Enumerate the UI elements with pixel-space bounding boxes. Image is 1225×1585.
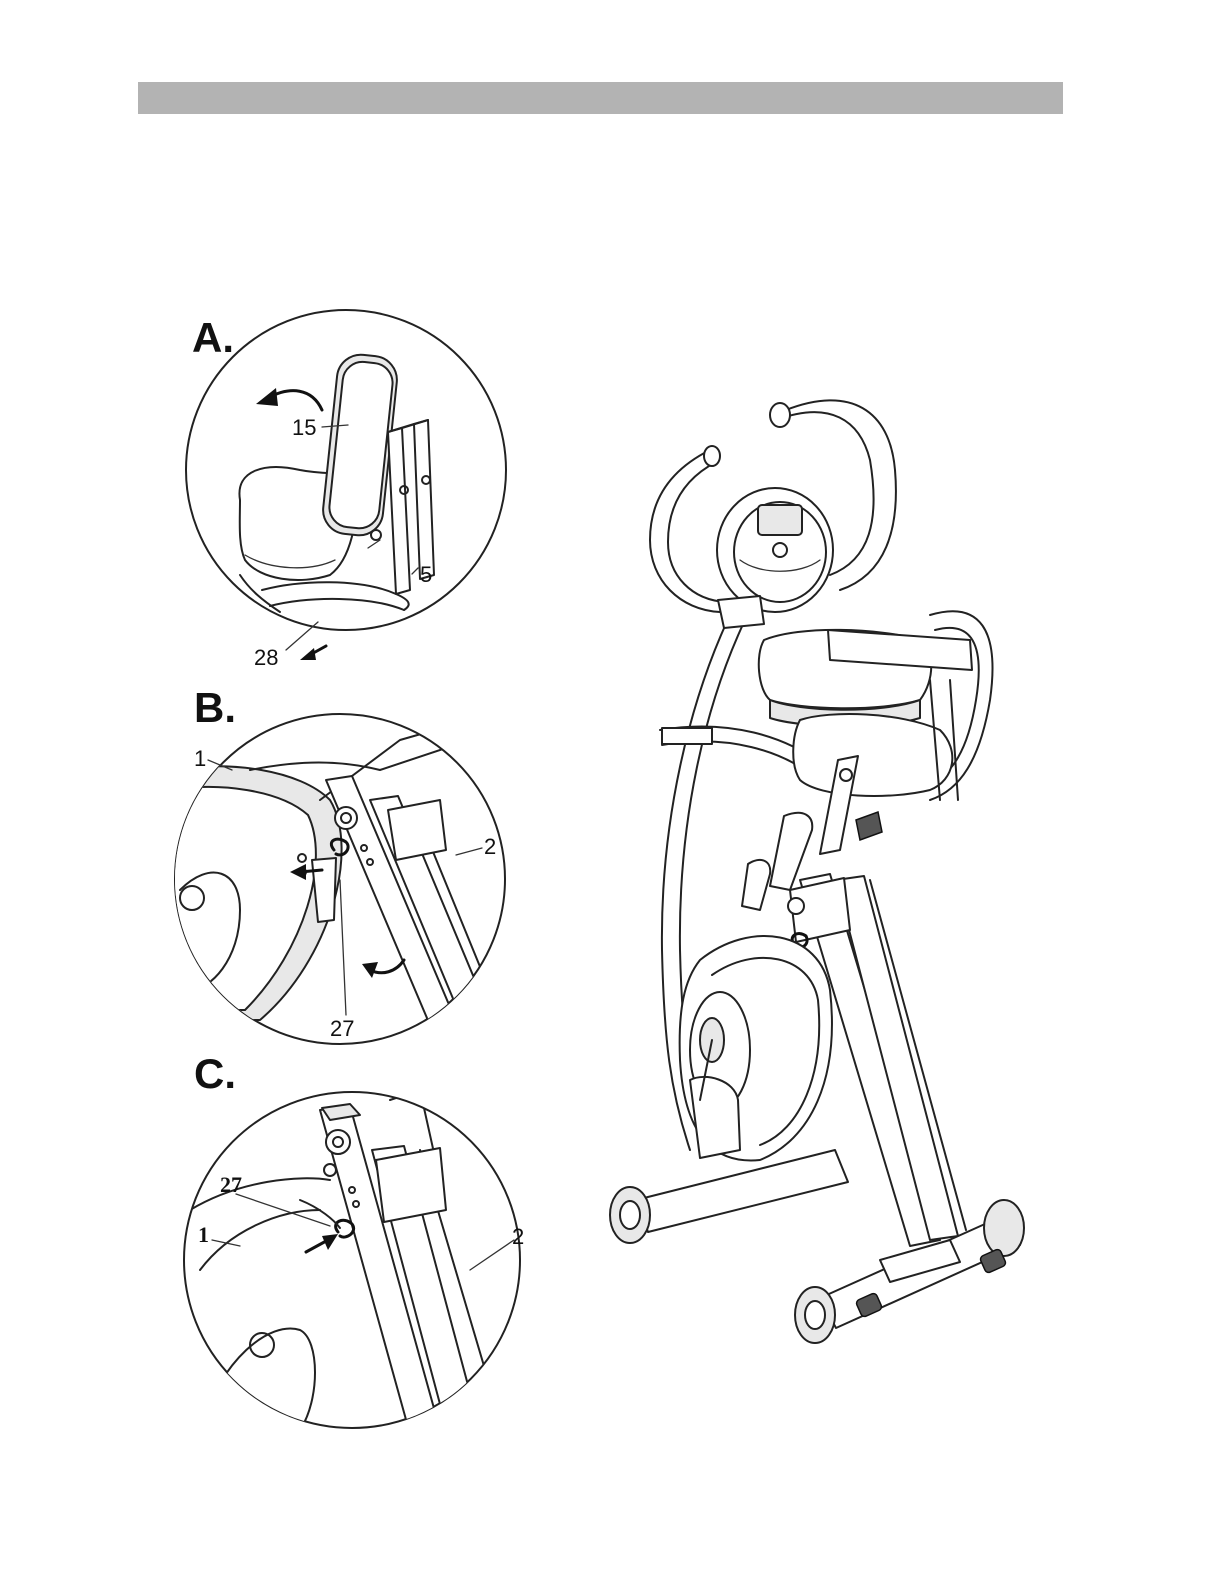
- exercise-bike-overview: [610, 400, 1024, 1343]
- panel-c-letter: C.: [194, 1050, 236, 1097]
- panel-a-drawing: [239, 352, 434, 612]
- callout-5: 5: [420, 562, 432, 587]
- callout-1-c: 1: [198, 1222, 209, 1247]
- callout-28: 28: [254, 645, 278, 670]
- console-display: [758, 505, 802, 535]
- panel-b-letter: B.: [194, 684, 236, 731]
- panel-c: C.: [184, 1050, 524, 1434]
- callout-15: 15: [292, 415, 316, 440]
- callout-2-c: 2: [512, 1224, 524, 1249]
- panel-a-letter: A.: [192, 314, 234, 361]
- callout-2: 2: [484, 834, 496, 859]
- panel-a: A.: [186, 310, 506, 670]
- callout-1: 1: [194, 746, 206, 771]
- callout-27-c: 27: [220, 1172, 242, 1197]
- front-right-wheel-icon: [984, 1200, 1024, 1256]
- callout-27: 27: [330, 1016, 354, 1041]
- panel-b: B.: [170, 684, 510, 1044]
